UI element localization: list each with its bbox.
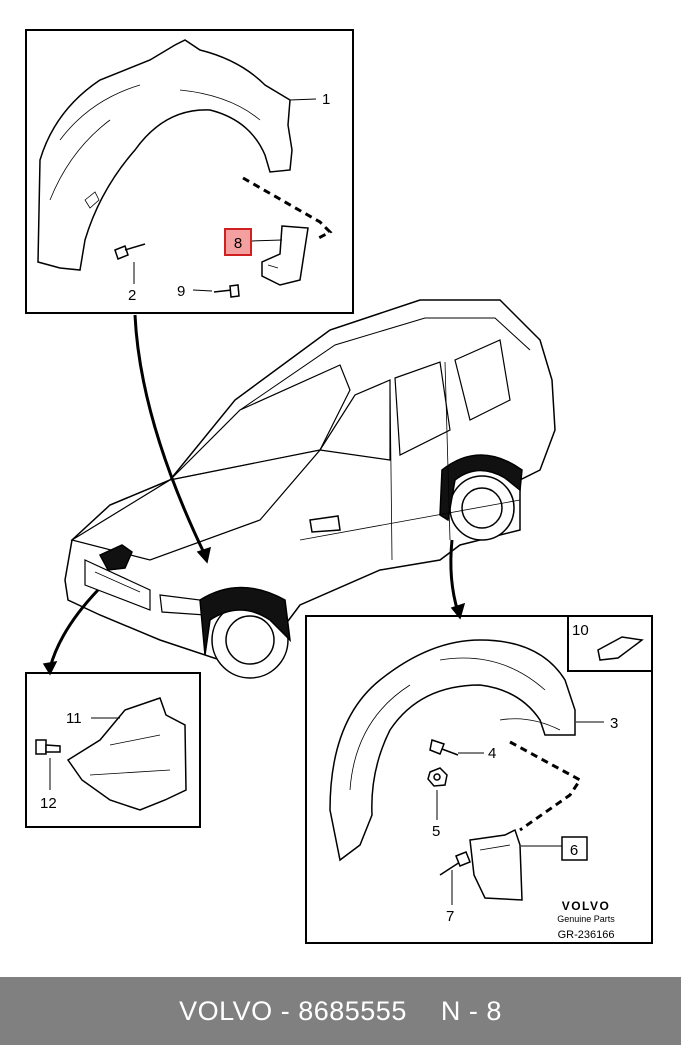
adhesive-pad-part-10 [597,636,644,661]
clip-part-12 [35,739,61,755]
mud-flap-part-6 [469,828,523,901]
footer-brand: VOLVO [179,995,273,1026]
parts-diagram: 8 1 2 9 [25,29,653,944]
callout-7: 7 [446,908,454,925]
detail-box-10 [567,615,653,672]
callout-3: 3 [610,715,618,732]
hood [70,449,322,561]
callout-10: 10 [572,622,589,639]
genuine-parts-label: Genuine Parts [557,914,615,924]
diagram-code: GR-236166 [558,929,615,941]
callout-1: 1 [322,91,330,108]
callout-8: 8 [234,235,242,252]
detail-box-front [25,29,354,314]
callout-9: 9 [177,283,185,300]
callout-11: 11 [66,710,82,727]
footer-position-label: N - 8 [440,995,502,1026]
nut-part-5 [427,767,448,787]
footer-part-number[interactable]: 8685555 [298,995,407,1026]
callout-6: 6 [570,842,578,859]
volvo-logo: VOLVO [562,899,611,913]
screw-part-4 [429,739,459,756]
arrow-to-splash-shield [48,588,100,669]
arrow-to-rear-liner [449,539,460,613]
detail-box-rear [305,615,653,944]
footer-separator: - [280,995,291,1026]
arrow-to-front-liner [133,314,207,556]
callout-4: 4 [488,745,496,762]
mud-flap-part-8 [261,225,309,286]
callout-box-6[interactable] [561,836,588,861]
callout-2: 2 [128,287,136,304]
front-wheel-liner-detail [25,29,354,314]
detail-box-splash [25,672,201,828]
front-wheel [199,586,292,679]
highlight-box-8[interactable] [224,228,252,256]
front-liner-area-mark [98,544,133,571]
rear-liner-part [329,639,576,862]
splash-shield-detail [25,672,201,828]
grille [84,559,151,611]
callout-12: 12 [40,795,57,812]
front-liner-part [37,39,293,271]
screw-part-9 [213,284,240,298]
rear-wheel [439,454,523,541]
screw-part-7 [439,851,471,876]
side-window-rear [394,361,451,456]
car-illustration [42,299,556,679]
screw-part-2 [114,243,146,260]
rear-wheel-liner-detail [305,615,653,944]
side-mirror [309,515,341,533]
footer-bar: VOLVO - 8685555 N - 8 [0,977,681,1045]
splash-shield-part-11 [66,697,187,811]
callout-5: 5 [432,823,440,840]
